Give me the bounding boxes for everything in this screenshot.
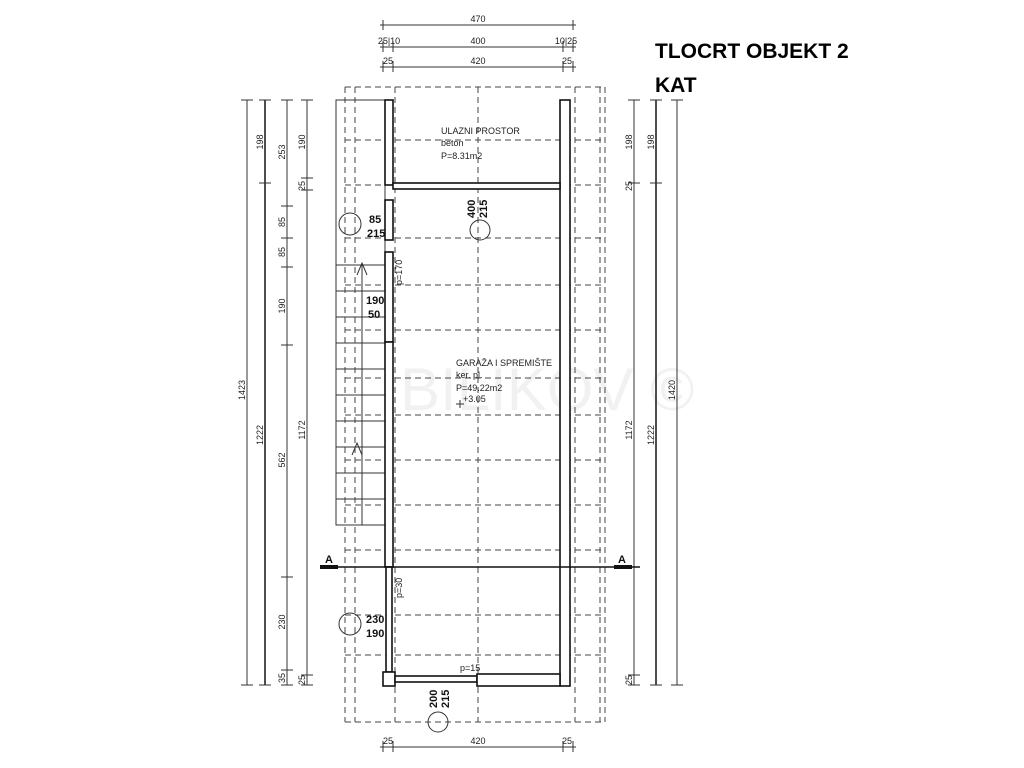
staircase	[335, 99, 386, 526]
room-name: GARAŽA I SPREMIŠTE	[456, 358, 552, 368]
opening-width: 400	[466, 200, 478, 218]
dim-label: 190	[277, 298, 287, 313]
dim-label: 25	[383, 736, 393, 746]
dim-total-length: 1423	[237, 380, 247, 400]
room-area: P=8.31m2	[441, 151, 482, 161]
dim-total-width: 470	[470, 14, 485, 24]
room-floor: ker. pl.	[456, 370, 483, 380]
plan-title: TLOCRT OBJEKT 2	[655, 40, 849, 63]
dim-label: 25	[383, 56, 393, 66]
room-area: P=49.22m2	[456, 383, 502, 393]
dim-label: 25|10	[378, 36, 400, 46]
dim-label: 1172	[624, 420, 634, 439]
dim-label: 1172	[297, 420, 307, 439]
walls	[382, 99, 571, 687]
dim-label: 25	[624, 181, 634, 191]
opening-width: 200	[428, 690, 440, 708]
room-floor: beton	[441, 138, 464, 148]
dim-label: 198	[624, 134, 634, 149]
dim-label: 190	[297, 134, 307, 149]
dim-label: 198	[255, 134, 265, 149]
level-marker-icon	[456, 400, 464, 408]
dim-label: 562	[277, 452, 287, 467]
dim-label: 10|25	[555, 36, 577, 46]
door-swing-icon	[338, 212, 362, 236]
level-mark: +3.05	[463, 394, 486, 404]
opening-height: 215	[440, 690, 452, 708]
sill-height: p=30	[394, 578, 404, 598]
dim-label: 25	[297, 675, 307, 685]
opening-height: 50	[368, 309, 380, 321]
door-swing-icon	[469, 219, 491, 241]
section-label: A	[618, 554, 626, 566]
dim-total-length: 1420	[667, 380, 677, 400]
opening-height: 215	[367, 228, 385, 240]
sill-height: p=170	[394, 260, 404, 285]
dim-label: 420	[470, 56, 485, 66]
room-garage: GARAŽA I SPREMIŠTE ker. pl. P=49.22m2 +3…	[456, 358, 552, 408]
opening-height: 215	[478, 200, 490, 218]
dim-label: 35	[277, 673, 287, 683]
right-dimensions: 198 25 1172 25 198 1222 1420	[624, 99, 683, 686]
dim-label: 25	[562, 736, 572, 746]
top-dimensions: 470 25|10 400 10|25 25 420 25	[378, 14, 577, 72]
dim-label: 85	[277, 217, 287, 227]
dim-label: 25	[624, 675, 634, 685]
opening-width: 230	[366, 614, 384, 626]
openings: 400 215 85 215 p=170 190 50 p=30 230 190…	[366, 200, 490, 708]
opening-width: 85	[369, 214, 381, 226]
door-swing-icon	[338, 612, 362, 636]
dim-label: 25	[562, 56, 572, 66]
dim-label: 85	[277, 247, 287, 257]
stair-arrow-icon	[356, 261, 368, 276]
stair-arrow-icon	[351, 441, 363, 456]
left-dimensions: 1423 198 1222 253 85 85 190 562 230 35 1…	[237, 99, 313, 686]
opening-width: 190	[366, 295, 384, 307]
door-swing-icon	[427, 711, 449, 733]
dim-label: 400	[470, 36, 485, 46]
room-name: ULAZNI PROSTOR	[441, 126, 520, 136]
dim-label: 25	[297, 181, 307, 191]
dim-label: 230	[277, 614, 287, 629]
section-label: A	[325, 554, 333, 566]
dim-label: 198	[646, 134, 656, 149]
section-line: A A	[320, 554, 640, 569]
sill-height: p=15	[460, 663, 480, 673]
watermark: BILIKOV ©	[400, 356, 694, 423]
dim-label: 420	[470, 736, 485, 746]
opening-height: 190	[366, 628, 384, 640]
dim-label: 1222	[646, 425, 656, 445]
plan-subtitle: KAT	[655, 74, 697, 97]
room-entry: ULAZNI PROSTOR beton P=8.31m2	[441, 126, 520, 161]
dim-label: 1222	[255, 425, 265, 445]
dim-label: 253	[277, 144, 287, 159]
bottom-dimensions: 25 420 25	[380, 736, 576, 752]
